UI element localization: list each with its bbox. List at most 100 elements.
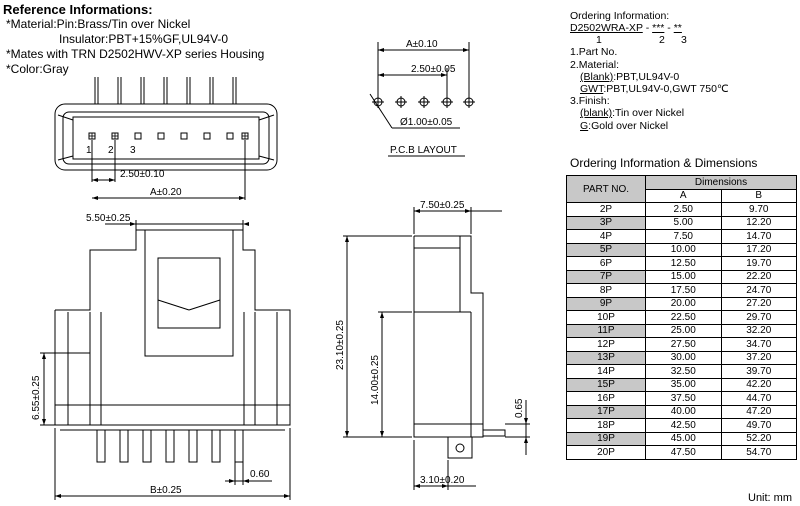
part-no-cell: 3P bbox=[566, 215, 646, 230]
reference-title: Reference Informations: bbox=[3, 2, 153, 17]
part-no-cell: 11P bbox=[566, 323, 646, 338]
code-material: *** bbox=[652, 22, 665, 35]
front-top-dimension: 5.50±0.25 bbox=[86, 213, 131, 224]
option-key: (blank) bbox=[580, 107, 613, 120]
ordering-code: D2502WRA-XP - *** - ** bbox=[570, 22, 729, 34]
front-pin-dimension: 0.60 bbox=[250, 469, 270, 480]
material-pin-line: *Material:Pin:Brass/Tin over Nickel bbox=[6, 17, 191, 31]
part-no-cell: 19P bbox=[566, 431, 646, 446]
pcb-pitch-dimension: 2.50±0.05 bbox=[411, 64, 456, 75]
dimension-b-cell: 39.70 bbox=[720, 364, 797, 379]
ordering-indexes: 1 2 3 bbox=[570, 34, 729, 46]
option-key: GWT bbox=[580, 83, 604, 96]
dimension-b-cell: 29.70 bbox=[720, 310, 797, 325]
part-no-cell: 14P bbox=[566, 364, 646, 379]
material-insulator-line: Insulator:PBT+15%GF,UL94V-0 bbox=[59, 32, 229, 46]
dimension-b-cell: 47.20 bbox=[720, 404, 797, 419]
item-finish: 3.Finish: bbox=[570, 95, 610, 108]
option-value: :Gold over Nickel bbox=[588, 119, 669, 132]
dimension-b-cell: 44.70 bbox=[720, 391, 797, 406]
dimensions-table-title: Ordering Information & Dimensions bbox=[570, 156, 758, 170]
code-finish: ** bbox=[673, 22, 682, 35]
dimension-a-cell: 32.50 bbox=[645, 364, 722, 379]
part-no-cell: 9P bbox=[566, 296, 646, 311]
front-height-dimension: 6.55±0.25 bbox=[31, 375, 42, 420]
index-3: 3 bbox=[681, 34, 687, 47]
dimension-b-cell: 54.70 bbox=[720, 445, 797, 460]
mates-line: *Mates with TRN D2502HWV-XP series Housi… bbox=[6, 47, 265, 61]
dimension-b-cell: 42.20 bbox=[720, 377, 797, 392]
color-line: *Color:Gray bbox=[6, 62, 69, 76]
dimension-b-cell: 34.70 bbox=[720, 337, 797, 352]
part-no-cell: 13P bbox=[566, 350, 646, 365]
top-a-dimension: A±0.20 bbox=[150, 187, 182, 198]
dimension-a-cell: 17.50 bbox=[645, 283, 722, 298]
item-part-no: 1.Part No. bbox=[570, 46, 618, 59]
top-pitch-dimension: 2.50±0.10 bbox=[120, 169, 165, 180]
option-value: :PBT,UL94V-0 bbox=[613, 70, 680, 83]
unit-label: Unit: mm bbox=[748, 492, 792, 504]
option-value: :Tin over Nickel bbox=[612, 107, 685, 120]
option-key: G bbox=[580, 119, 589, 132]
header-part-no: PART NO. bbox=[566, 175, 646, 203]
front-b-dimension: B±0.25 bbox=[150, 485, 182, 496]
top-view bbox=[54, 77, 278, 171]
pin-label-3: 3 bbox=[130, 145, 136, 156]
pcb-layout bbox=[369, 42, 475, 157]
dimension-a-cell: 35.00 bbox=[645, 377, 722, 392]
ordering-title: Ordering Information: bbox=[570, 10, 670, 22]
finish-option-blank: (blank):Tin over Nickel bbox=[570, 107, 729, 119]
side-bottom-dimension: 3.10±0.20 bbox=[420, 475, 465, 486]
dimension-b-cell: 17.20 bbox=[720, 242, 797, 257]
part-no-cell: 8P bbox=[566, 283, 646, 298]
header-dimensions: Dimensions bbox=[645, 175, 797, 190]
part-no-cell: 20P bbox=[566, 445, 646, 460]
dimension-a-cell: 37.50 bbox=[645, 391, 722, 406]
ordering-information: Ordering Information: D2502WRA-XP - *** … bbox=[570, 10, 729, 132]
dimension-b-cell: 24.70 bbox=[720, 283, 797, 298]
pin-label-1: 1 bbox=[86, 145, 92, 156]
side-body-dimension: 14.00±0.25 bbox=[370, 355, 381, 405]
option-key: (Blank) bbox=[580, 70, 614, 83]
part-no-cell: 6P bbox=[566, 256, 646, 271]
material-option-gwt: GWT:PBT,UL94V-0,GWT 750℃ bbox=[570, 83, 729, 95]
dimension-b-cell: 19.70 bbox=[720, 256, 797, 271]
side-pin-dimension: 0.65 bbox=[514, 398, 525, 418]
side-top-dimension: 7.50±0.25 bbox=[420, 200, 465, 211]
part-no-cell: 5P bbox=[566, 242, 646, 257]
item-material: 2.Material: bbox=[570, 58, 620, 71]
pcb-a-dimension: A±0.10 bbox=[406, 39, 438, 50]
code-separator: - bbox=[645, 22, 650, 35]
option-value: :PBT,UL94V-0,GWT 750℃ bbox=[603, 83, 729, 96]
front-view bbox=[54, 229, 291, 463]
part-no-cell: 10P bbox=[566, 310, 646, 325]
part-no-cell: 15P bbox=[566, 377, 646, 392]
part-no-cell: 7P bbox=[566, 269, 646, 284]
dimension-b-cell: 52.20 bbox=[720, 431, 797, 446]
side-view bbox=[413, 235, 506, 459]
dimension-a-cell: 25.00 bbox=[645, 323, 722, 338]
dimension-b-cell: 49.70 bbox=[720, 418, 797, 433]
dimension-a-cell: 42.50 bbox=[645, 418, 722, 433]
part-no-cell: 17P bbox=[566, 404, 646, 419]
part-no-cell: 16P bbox=[566, 391, 646, 406]
dimension-b-cell: 22.20 bbox=[720, 269, 797, 284]
